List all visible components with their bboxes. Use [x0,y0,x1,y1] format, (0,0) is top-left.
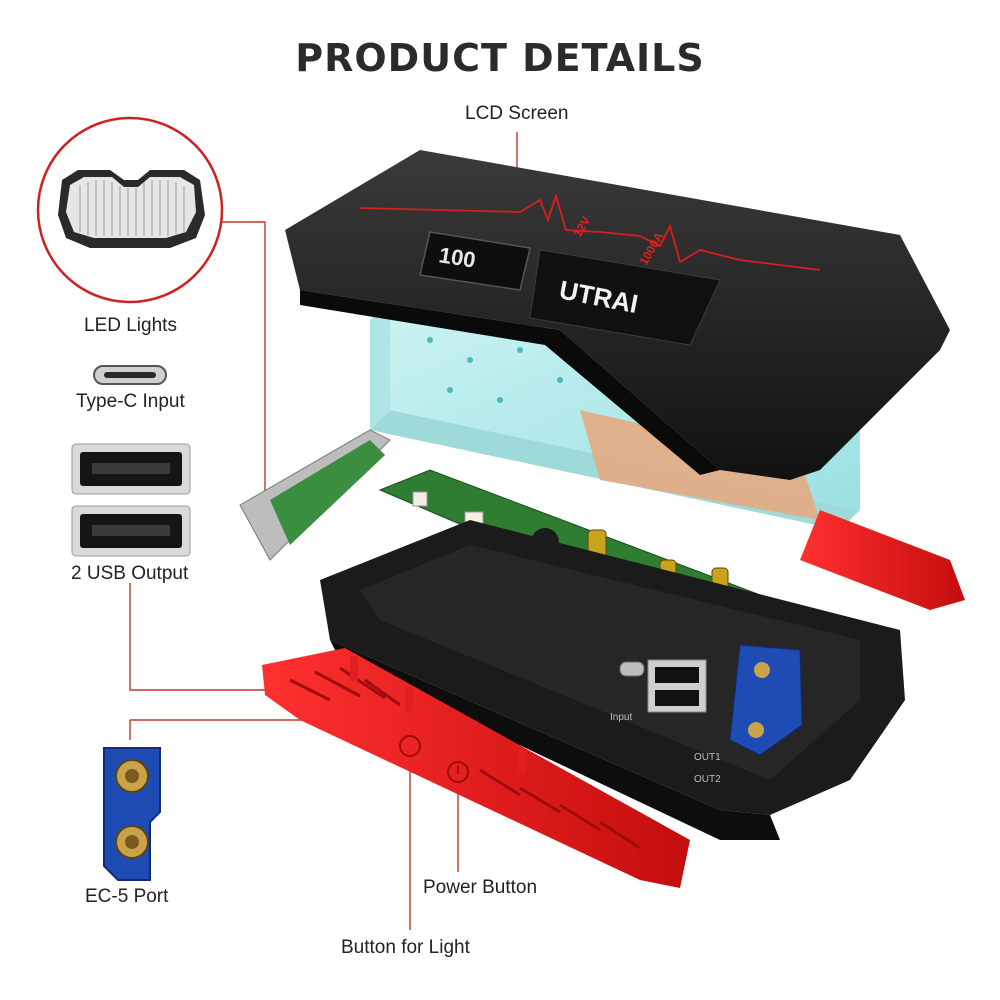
lcd-screen-label: LCD Screen [465,103,569,124]
port-label-out2: OUT2 [694,774,721,785]
usb-port-icons [71,443,191,557]
red-side-cover-right [800,510,965,610]
port-label-out1: OUT1 [694,752,721,763]
power-button-icon [447,761,469,783]
light-button-icon [399,735,421,757]
red-front-bumper [262,648,690,888]
led-lights-label: LED Lights [84,315,177,336]
power-button-label: Power Button [423,877,538,898]
lcd-reading: 100 [437,242,477,272]
page-title: PRODUCT DETAILS [295,36,705,80]
ec5-port-label: EC-5 Port [85,886,169,907]
button-for-light-label: Button for Light [341,937,470,958]
top-shell: 100 12V 1000A UTRAI [285,150,950,480]
bottom-shell: Input OUT1 OUT2 [320,520,905,840]
type-c-input-label: Type-C Input [76,391,185,412]
type-c-port-icon [93,365,167,385]
port-label-input: Input [610,712,632,723]
ec5-connector-icon [103,747,161,881]
usb-output-label: 2 USB Output [71,563,189,584]
led-lights-zoom [36,116,224,304]
